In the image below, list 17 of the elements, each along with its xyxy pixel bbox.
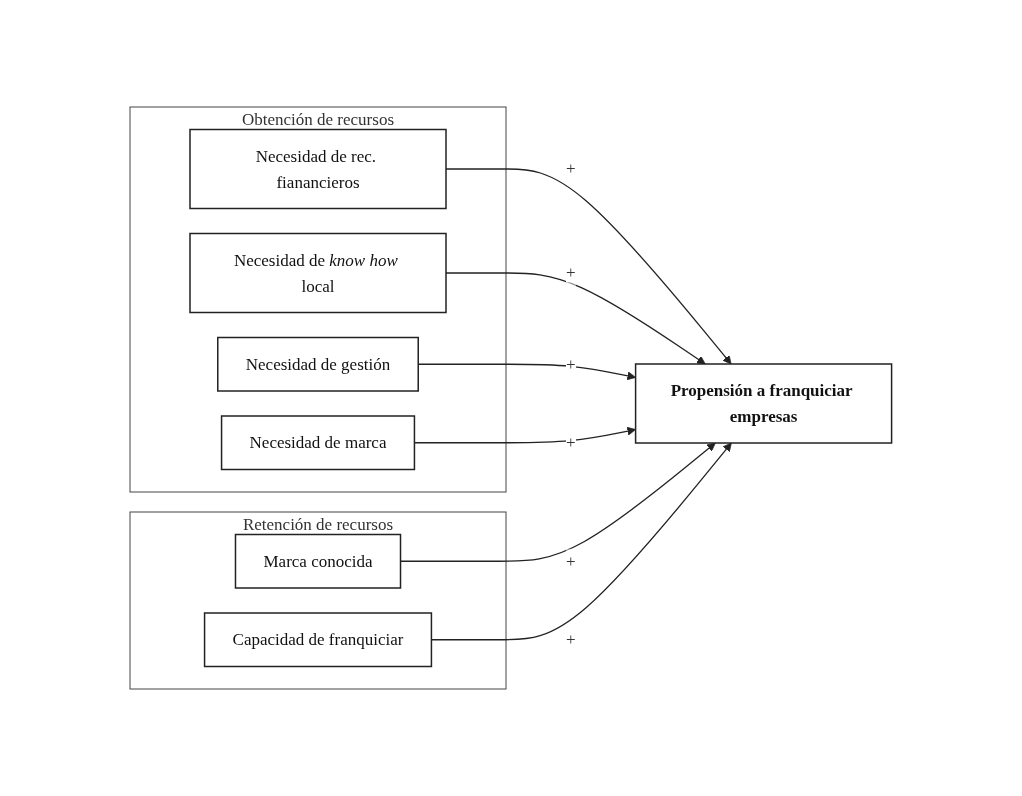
cluster [129, 106, 507, 493]
edge-label: + [566, 551, 576, 571]
edge-label: + [566, 159, 576, 179]
node-box [189, 128, 447, 210]
arrow [431, 442, 732, 641]
arrow [400, 442, 716, 562]
node-box [204, 612, 433, 668]
node-box [221, 415, 416, 471]
node-box [217, 336, 420, 392]
edge-label: + [566, 630, 576, 649]
edge-label: + [566, 433, 576, 452]
edge-label: + [566, 263, 576, 283]
node-box [635, 363, 893, 444]
node-box [189, 232, 447, 314]
node-box [234, 533, 402, 589]
cluster [129, 511, 507, 690]
edge-label: + [566, 354, 576, 374]
